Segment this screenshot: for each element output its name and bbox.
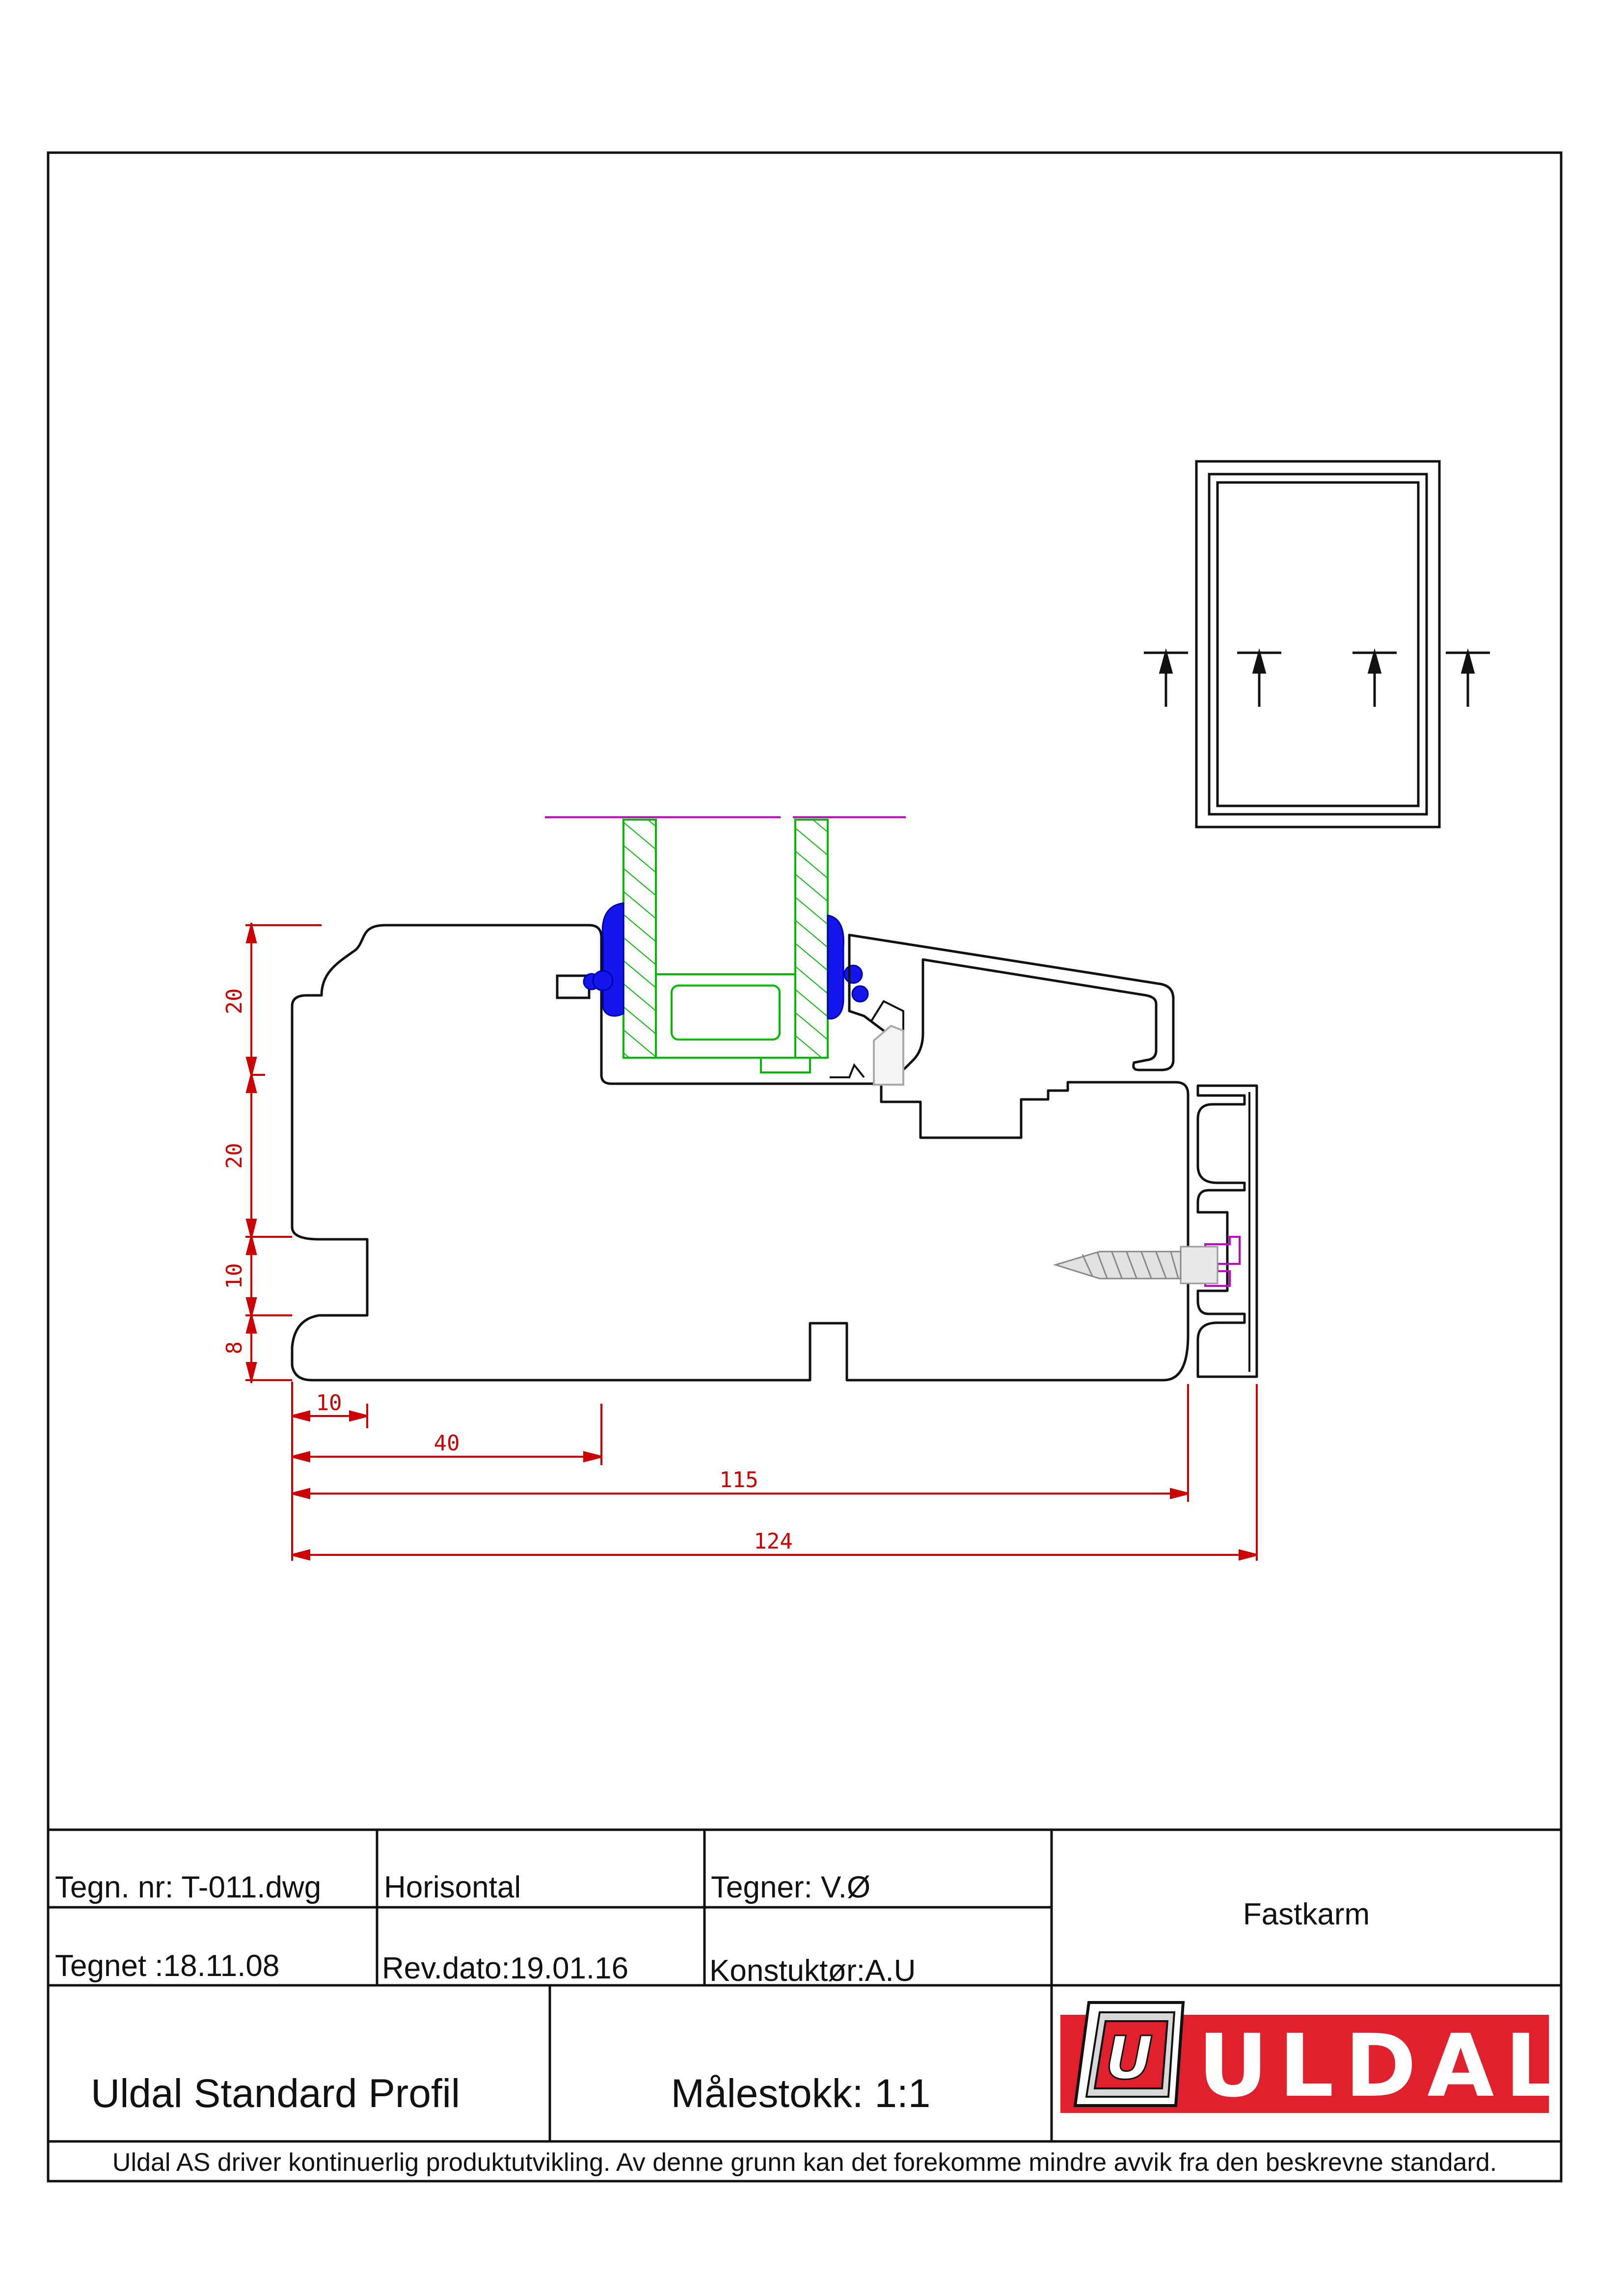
dim-label-v1: 20 xyxy=(222,988,247,1015)
product-name: Fastkarm xyxy=(1243,1897,1370,1931)
key-plan-window xyxy=(1195,460,1441,828)
disclaimer: Uldal AS driver kontinuerlig produktutvi… xyxy=(112,2148,1497,2177)
scale: Målestokk: 1:1 xyxy=(671,2071,931,2116)
title-block-grid xyxy=(48,1828,1561,2143)
dim-label-h1: 10 xyxy=(316,1390,342,1415)
glazing-bead-profile xyxy=(848,934,1175,1072)
dim-label-h2: 40 xyxy=(434,1431,460,1456)
dimension-lines xyxy=(245,923,1258,1561)
dimension-labels: 20 20 10 8 10 40 115 124 xyxy=(222,988,793,1554)
uldal-logo: U ULDAL xyxy=(1060,2001,1571,2116)
drafter: Tegner: V.Ø xyxy=(711,1870,871,1904)
view-label: Horisontal xyxy=(384,1870,521,1904)
glazing-unit xyxy=(545,816,906,1073)
dim-label-h3: 115 xyxy=(719,1468,758,1493)
series-title: Uldal Standard Profil xyxy=(91,2071,460,2116)
logo-mark-letter: U xyxy=(1105,2025,1153,2093)
drainage-insert xyxy=(873,1024,904,1086)
frame-profile-outline xyxy=(291,924,1190,1382)
sheet-border xyxy=(47,151,1563,2183)
cover-profile xyxy=(1196,1084,1258,1378)
dim-label-v4: 8 xyxy=(222,1341,247,1355)
dim-label-v2: 20 xyxy=(222,1143,247,1169)
revision-date: Rev.dato:19.01.16 xyxy=(382,1951,629,1985)
dim-label-v3: 10 xyxy=(222,1263,247,1289)
fixing-screw xyxy=(1053,1236,1241,1287)
glazing-gaskets xyxy=(583,902,869,1020)
section-markers xyxy=(1144,648,1490,707)
dim-label-h4: 124 xyxy=(754,1529,792,1554)
drawing-number: Tegn. nr: T-011.dwg xyxy=(55,1870,322,1904)
constructor: Konstuktør:A.U xyxy=(709,1954,916,1988)
drawn-date: Tegnet :18.11.08 xyxy=(55,1949,280,1983)
logo-wordmark: ULDAL xyxy=(1198,2016,1571,2116)
